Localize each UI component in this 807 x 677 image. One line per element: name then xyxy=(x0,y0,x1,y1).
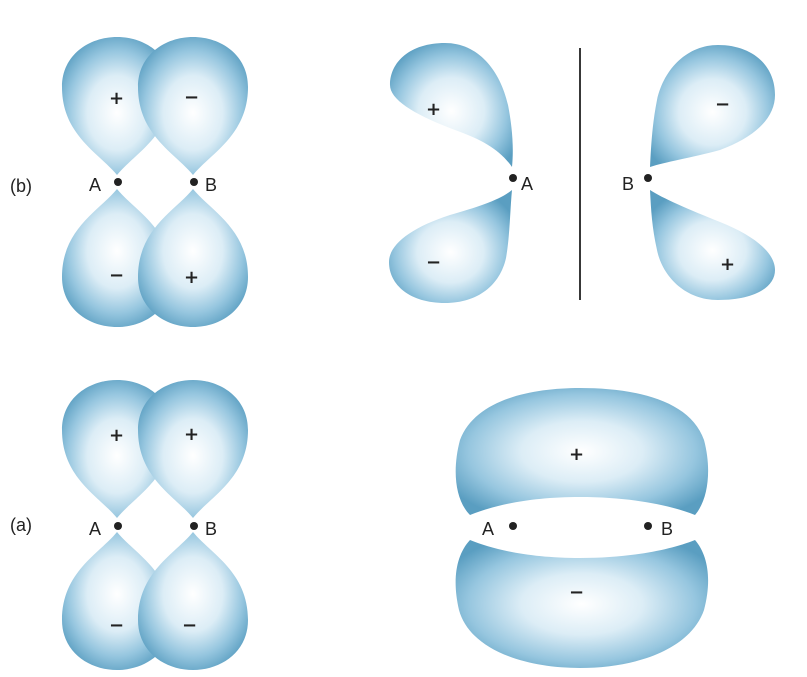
pi-star-sign-left-top: + xyxy=(426,99,441,120)
pi-star-lobe-left-bottom xyxy=(389,190,512,303)
pi-star-sign-right-bottom: + xyxy=(720,254,735,275)
panel-a: (a) + + − − A B + − A B xyxy=(10,380,708,670)
pi-nucleus-a xyxy=(509,522,517,530)
orbital-lobe-b-bottom xyxy=(138,189,248,327)
pi-star-sign-right-top: − xyxy=(715,94,730,115)
panel-a-combined-orbital: + − A B xyxy=(456,388,708,668)
sign-b-bottom: + xyxy=(184,267,199,288)
pi-nucleus-b xyxy=(644,522,652,530)
pi-star-lobe-left-top xyxy=(390,43,513,167)
panel-b-combined-orbital: + − − + A B xyxy=(389,43,775,303)
sign-a-bottom: − xyxy=(109,615,124,636)
atom-label-b: B xyxy=(205,175,217,195)
pi-lobe-bottom xyxy=(456,540,708,668)
nucleus-b xyxy=(190,178,198,186)
nucleus-b xyxy=(190,522,198,530)
panel-b-separate-orbitals: + − − + A B xyxy=(62,37,248,327)
panel-b-label: (b) xyxy=(10,176,32,196)
nucleus-a xyxy=(114,522,122,530)
sign-b-top: − xyxy=(184,87,199,108)
sign-b-top: + xyxy=(184,424,199,445)
pi-atom-label-a: A xyxy=(482,519,494,539)
atom-label-a: A xyxy=(89,519,101,539)
pi-star-lobe-right-top xyxy=(650,45,775,167)
orbital-lobe-b-bottom xyxy=(138,532,248,670)
atom-label-a: A xyxy=(89,175,101,195)
orbital-lobe-b-top xyxy=(138,380,248,518)
pi-star-sign-left-bottom: − xyxy=(426,252,441,273)
pi-star-atom-label-a: A xyxy=(521,174,533,194)
pi-atom-label-b: B xyxy=(661,519,673,539)
pi-star-nucleus-b xyxy=(644,174,652,182)
sign-a-bottom: − xyxy=(109,265,124,286)
nucleus-a xyxy=(114,178,122,186)
panel-a-label: (a) xyxy=(10,515,32,535)
pi-star-nucleus-a xyxy=(509,174,517,182)
pi-sign-top: + xyxy=(569,444,584,465)
panel-b: (b) + − − + A B + − − xyxy=(10,37,775,327)
sign-a-top: + xyxy=(109,425,124,446)
pi-star-atom-label-b: B xyxy=(622,174,634,194)
panel-a-separate-orbitals: + + − − A B xyxy=(62,380,248,670)
pi-star-lobe-right-bottom xyxy=(650,190,775,300)
sign-a-top: + xyxy=(109,88,124,109)
pi-sign-bottom: − xyxy=(569,582,584,603)
atom-label-b: B xyxy=(205,519,217,539)
sign-b-bottom: − xyxy=(182,615,197,636)
